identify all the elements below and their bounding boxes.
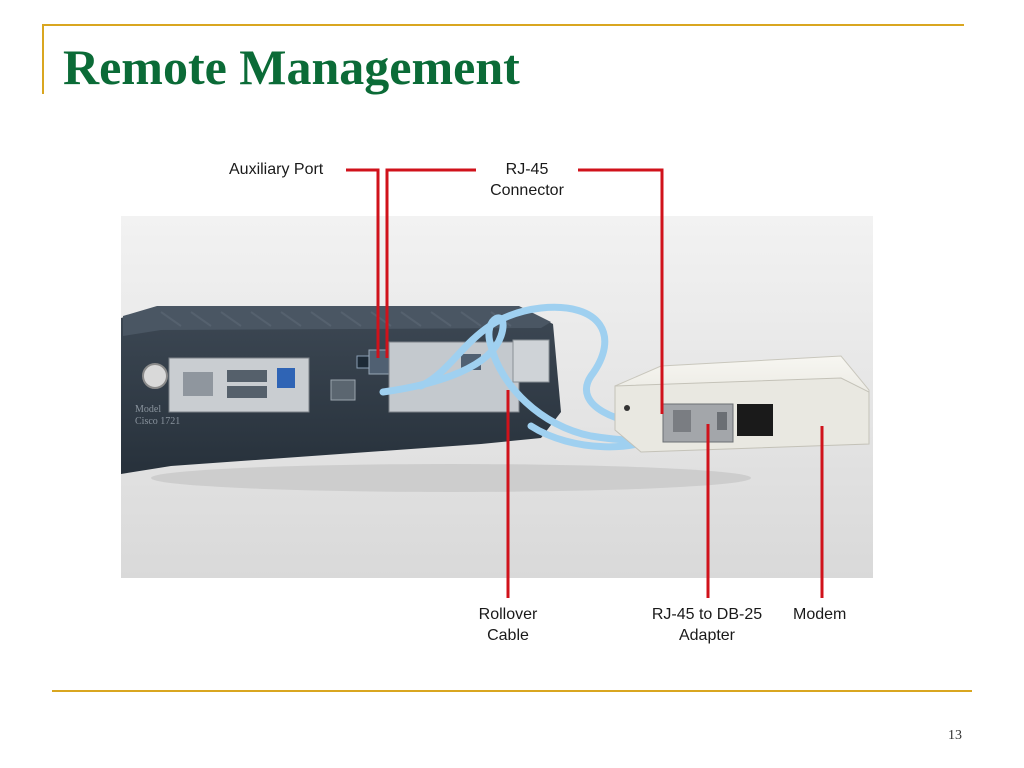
callout-modem: Modem <box>793 604 846 625</box>
callout-rj45-connector: RJ-45 Connector <box>479 159 575 201</box>
router-knob-icon <box>142 363 168 389</box>
callout-auxiliary-port-label: Auxiliary Port <box>229 161 324 178</box>
ethernet-port <box>330 379 356 401</box>
modem <box>614 355 870 453</box>
callout-rollover-line2: Cable <box>487 627 529 644</box>
callout-rj45-line1: RJ-45 <box>505 161 549 178</box>
db25-adapter <box>662 403 734 443</box>
router-model-line1: Model <box>135 404 161 415</box>
footer-rule <box>52 690 972 692</box>
modem-port <box>737 404 773 436</box>
callout-rollover-cable: Rollover Cable <box>464 604 552 646</box>
callout-adapter-line2: Adapter <box>678 627 736 644</box>
router-modem-photo: Model Cisco 1721 <box>121 216 873 578</box>
router-model-line2: Cisco 1721 <box>135 416 180 427</box>
table-shadow <box>151 464 751 492</box>
page-number: 13 <box>948 728 962 743</box>
header-rule <box>42 24 964 26</box>
callout-adapter-line1: RJ-45 to DB-25 <box>651 606 763 623</box>
callout-rollover-line1: Rollover <box>478 606 538 623</box>
callout-modem-label: Modem <box>793 606 847 623</box>
slide-title: Remote Management <box>63 39 520 95</box>
callout-rj45-line2: Connector <box>490 182 564 199</box>
callout-auxiliary-port: Auxiliary Port <box>229 159 323 180</box>
callout-rj45-db25-adapter: RJ-45 to DB-25 Adapter <box>636 604 778 646</box>
header-side-rule <box>42 24 44 94</box>
